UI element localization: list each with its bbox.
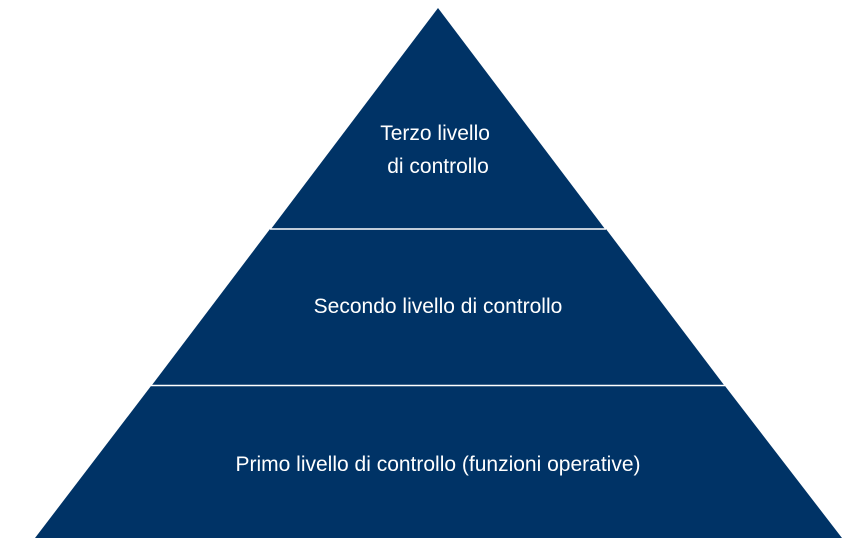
- tier-first-level: Primo livello di controllo (funzioni ope…: [35, 386, 842, 538]
- tier-third-level-label-line-1: Terzo livello: [380, 122, 490, 145]
- tier-second-level: Secondo livello di controllo: [152, 229, 724, 385]
- tier-second-level-label-line-1: Secondo livello di controllo: [314, 295, 563, 318]
- tier-third-level-label: Terzo livello di controllo: [380, 122, 496, 178]
- tier-third-level-shape: [271, 8, 605, 229]
- tier-second-level-shape: [152, 229, 724, 385]
- tier-first-level-label: Primo livello di controllo (funzioni ope…: [235, 453, 640, 476]
- tier-third-level-label-line-2: di controllo: [387, 155, 489, 178]
- tier-first-level-label-line-1: Primo livello di controllo (funzioni ope…: [235, 453, 640, 476]
- tier-second-level-label: Secondo livello di controllo: [314, 295, 563, 318]
- tier-third-level: Terzo livello di controllo: [271, 8, 605, 229]
- tier-first-level-shape: [35, 386, 842, 538]
